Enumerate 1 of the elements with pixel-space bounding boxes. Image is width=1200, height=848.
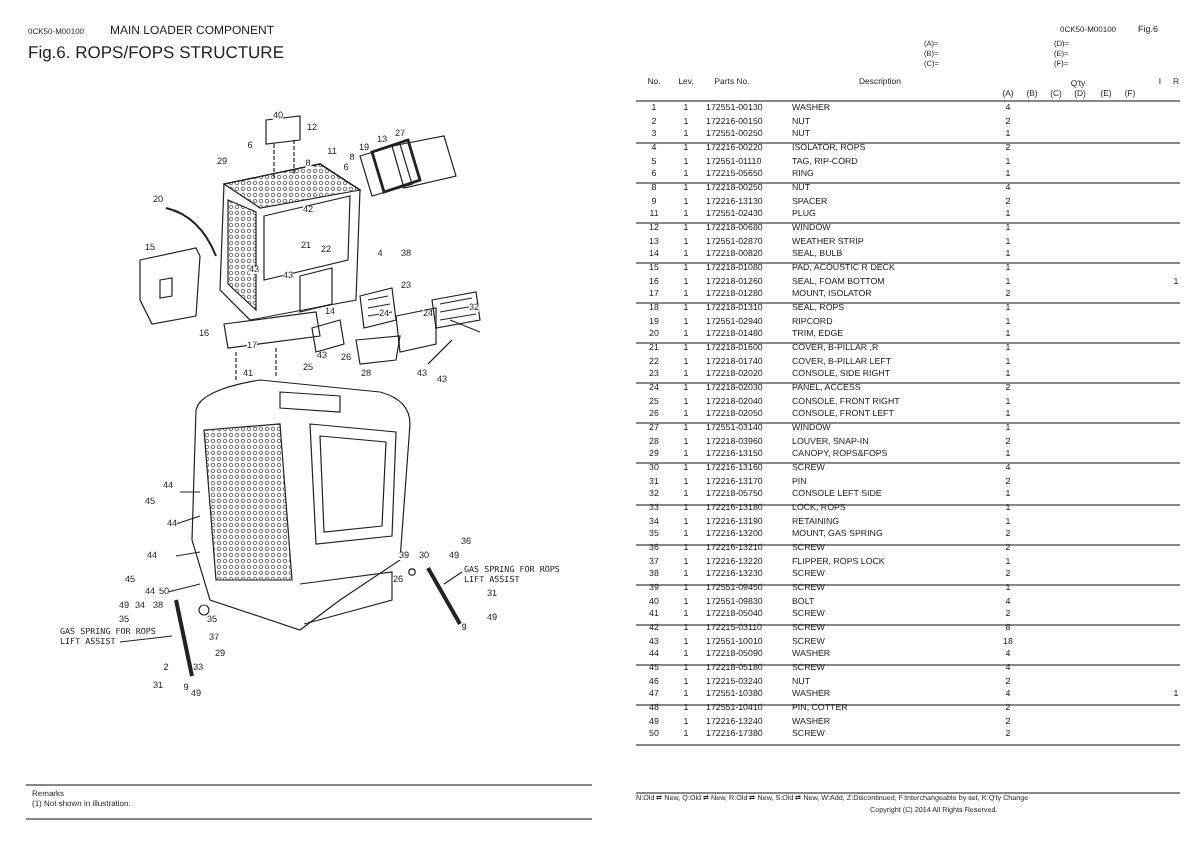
figure-title: Fig.6. ROPS/FOPS STRUCTURE (28, 44, 284, 61)
